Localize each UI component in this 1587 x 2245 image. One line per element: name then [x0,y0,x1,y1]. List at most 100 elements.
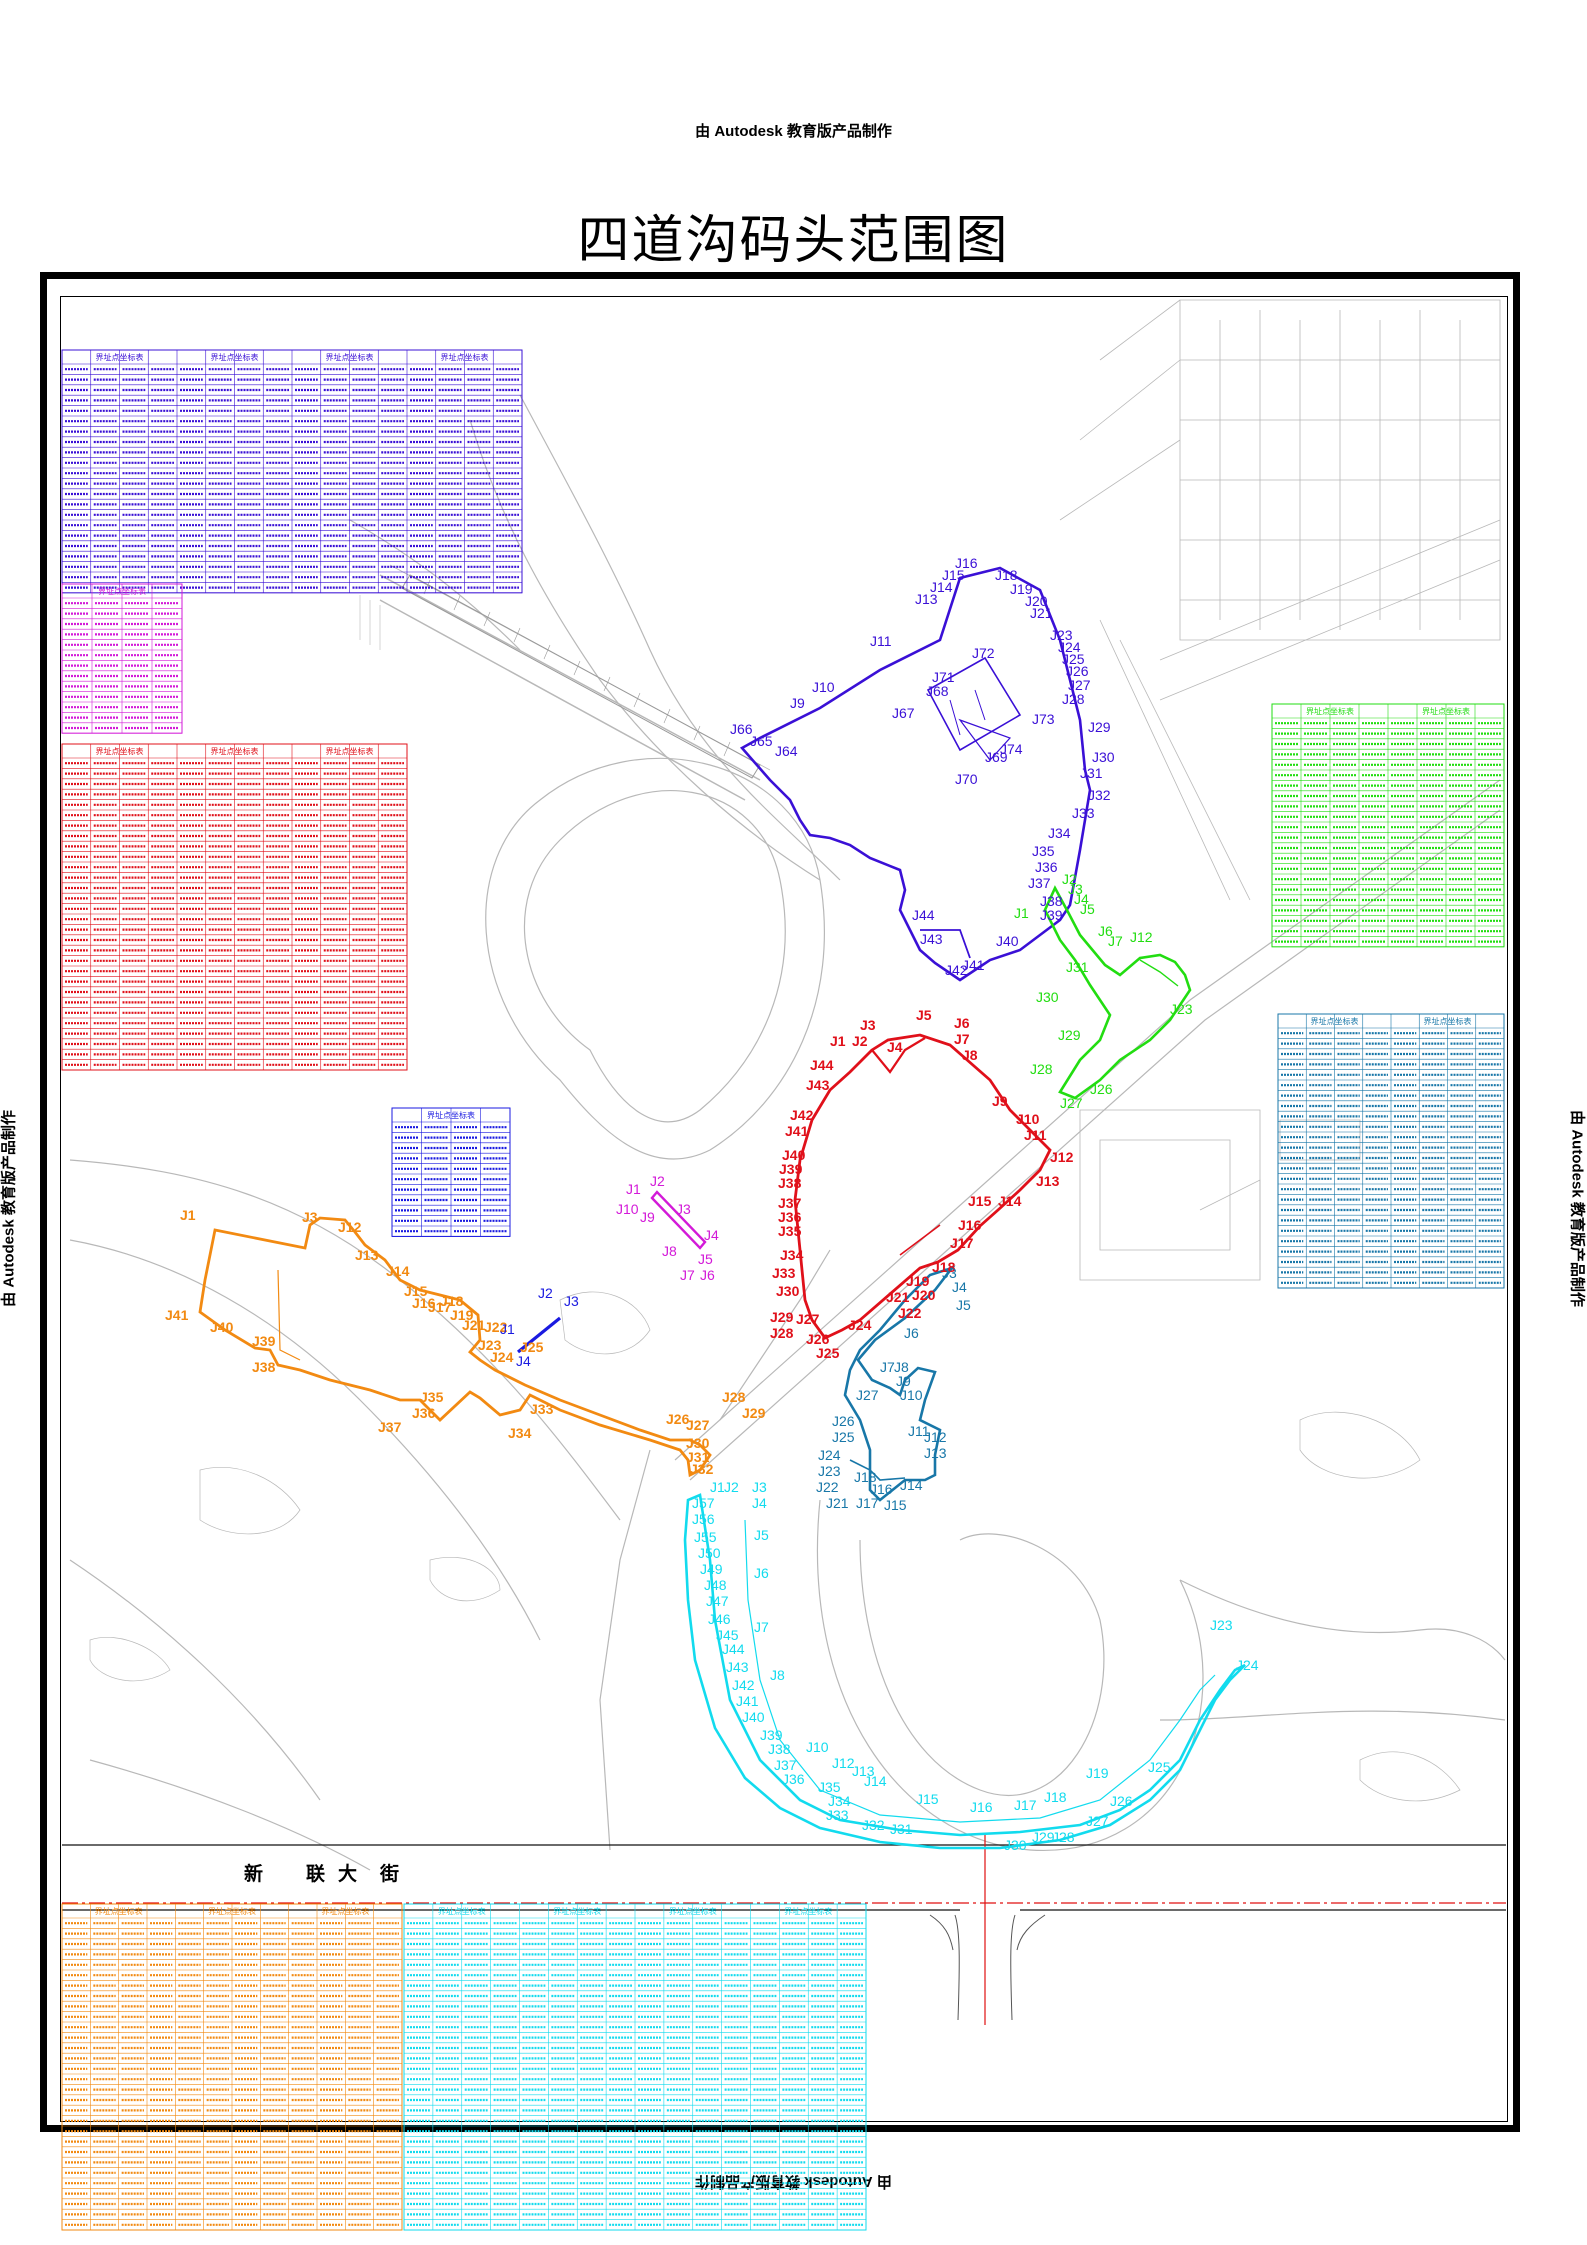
navy-label-J4: J4 [516,1353,531,1369]
green-label-J2: J2 [1062,871,1077,887]
purple-label-J20: J20 [1025,593,1048,609]
purple-label-J36: J36 [1035,859,1058,875]
navy-label-J1: J1 [500,1321,515,1337]
boundary-purple[interactable] [739,566,1092,982]
coord-table-header: 界址点坐标表 [1306,706,1354,716]
cyan-label-J44: J44 [722,1641,745,1657]
cyan-label-J46: J46 [708,1611,731,1627]
cyan-label-J32: J32 [862,1817,885,1833]
green-label-J5: J5 [1080,901,1095,917]
cyan-label-J28: J28 [1052,1829,1075,1845]
purple-label-J15: J15 [942,567,965,583]
red-label-J37: J37 [778,1195,802,1211]
cyan-label-J48: J48 [704,1577,727,1593]
red-label-J43: J43 [806,1077,830,1093]
red-label-J41: J41 [785,1123,809,1139]
orange-label-J13: J13 [355,1247,379,1263]
cyan-label-J45: J45 [716,1627,739,1643]
cyan-label-J35: J35 [818,1779,841,1795]
boundary-cyan[interactable] [683,1493,1246,1850]
orange-label-J38: J38 [252,1359,276,1375]
green-label-J31: J31 [1066,959,1089,975]
cyan-label-J41: J41 [736,1693,759,1709]
red-label-J42: J42 [790,1107,814,1123]
green-label-J7: J7 [1108,933,1123,949]
coord-table-green: 界址点坐标表界址点坐标表 [1271,703,1505,948]
orange-label-J29: J29 [742,1405,766,1421]
orange-label-J24: J24 [490,1349,514,1365]
blue-label-J21: J21 [826,1495,849,1511]
red-label-J12: J12 [1050,1149,1074,1165]
orange-label-J39: J39 [252,1333,276,1349]
red-label-J15: J15 [968,1193,992,1209]
blue-label-J25: J25 [832,1429,855,1445]
boundary-orange[interactable] [198,1216,712,1478]
red-label-J6: J6 [954,1015,970,1031]
labels-red: J3 J1 J2 J4 J5 J6 J7 J8 J44 J43 J9 J42 J… [770,1007,1074,1361]
coord-table-header: 界址点坐标表 [669,1906,717,1916]
cyan-label-J39: J39 [760,1727,783,1743]
purple-label-J66: J66 [730,721,753,737]
purple-label-J14: J14 [930,579,953,595]
watermark-top: 由 Autodesk 教育版产品制作 [695,123,892,140]
cyan-label-J8: J8 [770,1667,785,1683]
cyan-label-J7: J7 [754,1619,769,1635]
boundary-red[interactable] [793,1033,1052,1340]
blue-label-J12: J12 [924,1429,947,1445]
orange-label-J3: J3 [302,1209,318,1225]
orange-label-J41: J41 [165,1307,189,1323]
boundary-blue-dark[interactable] [843,1265,956,1502]
labels-blue-dark: J3 J4 J5 J6 J7 J8 J9 J10 J27 J11 J12 J13… [816,1265,971,1513]
blue-label-J6: J6 [904,1325,919,1341]
blue-label-J11: J11 [908,1423,930,1439]
boundary-magenta[interactable] [650,1190,707,1250]
cyan-label-J18: J18 [1044,1789,1067,1805]
cyan-label-J31: J31 [890,1821,913,1837]
orange-label-J30: J30 [686,1435,710,1451]
cyan-label-J57: J57 [692,1495,715,1511]
red-label-J39: J39 [779,1161,803,1177]
orange-label-J17: J17 [428,1299,452,1315]
purple-label-J9: J9 [790,695,805,711]
cyan-label-J10: J10 [806,1739,829,1755]
purple-label-J40: J40 [996,933,1019,949]
red-label-J19: J19 [906,1273,930,1289]
purple-label-J74: J74 [1000,741,1023,757]
page-title: 四道沟码头范围图 [577,211,1010,271]
coord-table-header: 界址点坐标表 [98,586,146,596]
orange-label-J36: J36 [412,1405,436,1421]
boundary-green[interactable] [1043,885,1192,1100]
magenta-label-J4: J4 [704,1227,719,1243]
coord-table-header: 界址点坐标表 [95,1906,143,1916]
purple-label-J10: J10 [812,679,835,695]
coord-table-header: 界址点坐标表 [553,1906,601,1916]
orange-label-J12: J12 [338,1219,362,1235]
orange-label-J26: J26 [666,1411,690,1427]
cyan-label-J24: J24 [1236,1657,1259,1673]
blue-label-J26: J26 [832,1413,855,1429]
coord-table-header: 界址点坐标表 [784,1906,832,1916]
green-label-J23: J23 [1170,1001,1193,1017]
blue-label-J14: J14 [900,1477,923,1493]
green-label-J28: J28 [1030,1061,1053,1077]
cyan-label-J19: J19 [1086,1765,1109,1781]
purple-label-J71: J71 [932,669,955,685]
red-label-J2: J2 [852,1033,868,1049]
cyan-label-J56: J56 [692,1511,715,1527]
purple-label-J24: J24 [1058,639,1081,655]
coord-table-header: 界址点坐标表 [321,1906,369,1916]
street-char-4: 街 [379,1862,399,1885]
boundary-navy[interactable] [516,1316,562,1354]
purple-label-J34: J34 [1048,825,1071,841]
magenta-label-J7: J7 [680,1267,695,1283]
purple-label-J43: J43 [920,931,943,947]
street-char-2: 联 [306,1863,325,1885]
blue-label-J3: J3 [942,1265,957,1281]
orange-label-J40: J40 [210,1319,234,1335]
cyan-label-J4: J4 [752,1495,767,1511]
purple-label-J21: J21 [1030,605,1053,621]
purple-label-J23: J23 [1050,627,1073,643]
red-label-J34: J34 [780,1247,804,1263]
orange-label-J32: J32 [690,1461,714,1477]
